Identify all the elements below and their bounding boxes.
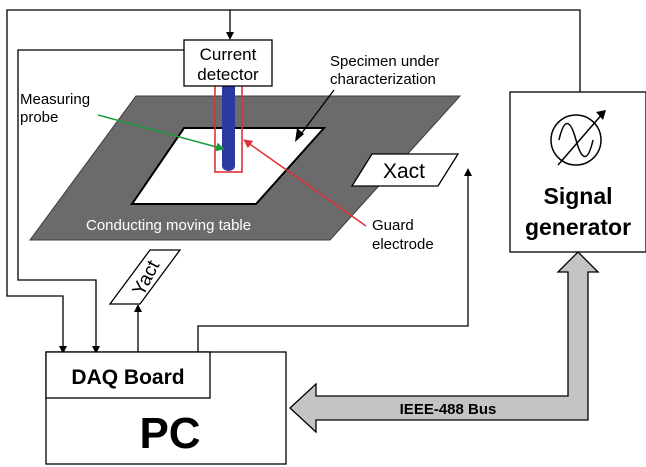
guard-electrode-label-1: Guard [372, 217, 414, 234]
bus-label: IEEE-488 Bus [400, 401, 497, 418]
wire-detector-daq [17, 49, 184, 352]
sine-wave-variable-icon [550, 110, 606, 166]
xact-label: Xact [383, 160, 425, 183]
measuring-probe-label-1: Measuring [20, 91, 90, 108]
measuring-probe-label-2: probe [20, 109, 58, 126]
guard-electrode-arrow [243, 139, 367, 227]
daq-board-box [45, 351, 211, 399]
xact-box [350, 153, 460, 187]
table-label: Conducting moving table [86, 217, 251, 234]
yact-box [108, 249, 182, 305]
specimen-label-2: characterization [330, 71, 436, 88]
specimen-label-1: Specimen under [330, 53, 439, 70]
signal-generator-label-1: Signal [543, 183, 612, 209]
current-detector-label-1: Current [200, 45, 257, 64]
ieee-488-bus-arrow [289, 251, 600, 434]
measuring-probe [222, 84, 235, 166]
wire-left-outer [6, 9, 230, 352]
current-detector-box [183, 39, 273, 87]
pc-label: PC [139, 409, 200, 458]
current-detector-label-2: detector [197, 65, 259, 84]
wire-xact [197, 170, 469, 352]
specimen-arrow [297, 89, 335, 139]
daq-board-label: DAQ Board [71, 366, 184, 389]
guard-electrode-label-2: electrode [372, 236, 434, 253]
signal-generator-label-2: generator [525, 214, 631, 240]
measuring-probe-arrow [97, 114, 225, 152]
signal-wire-top [229, 9, 581, 92]
